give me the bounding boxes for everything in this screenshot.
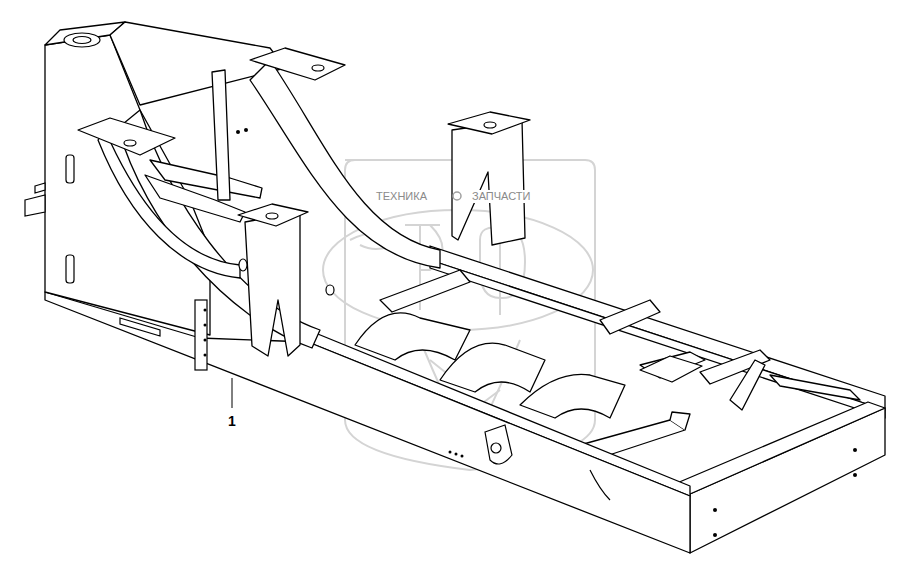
watermark-text: ТЕХНИКА (374, 190, 429, 203)
leader-line (232, 378, 233, 408)
callout-number: 1 (226, 413, 238, 429)
watermark-text: ЗАПЧАСТИ (470, 190, 532, 203)
